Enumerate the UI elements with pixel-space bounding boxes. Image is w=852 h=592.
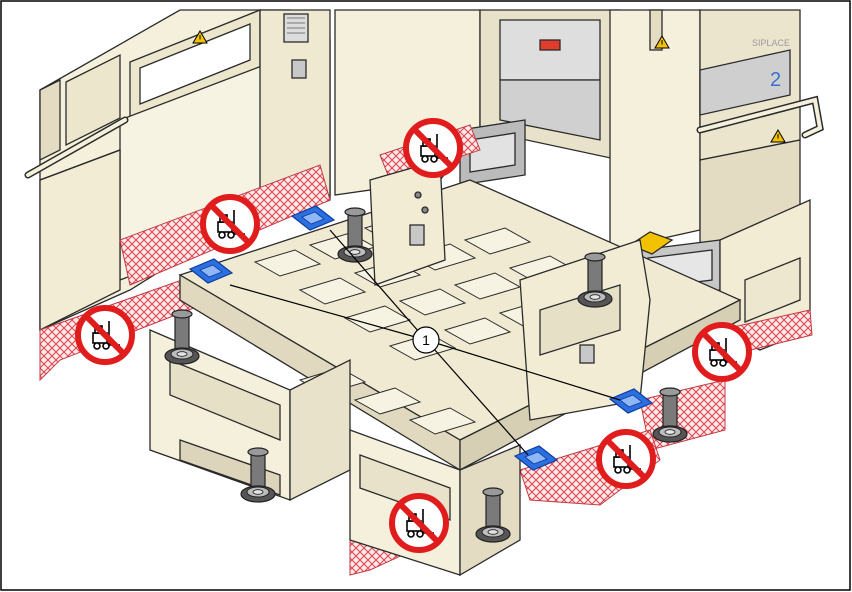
no-forklift-icon	[203, 197, 257, 251]
module-number-label: 2	[770, 69, 781, 91]
no-forklift-icon	[392, 496, 446, 550]
no-forklift-icon	[599, 432, 653, 486]
no-forklift-icon	[406, 121, 460, 175]
callout-label: 1	[422, 332, 430, 348]
brand-label: SIPLACE	[752, 38, 790, 48]
no-forklift-icon	[78, 308, 132, 362]
no-forklift-icon	[695, 325, 749, 379]
